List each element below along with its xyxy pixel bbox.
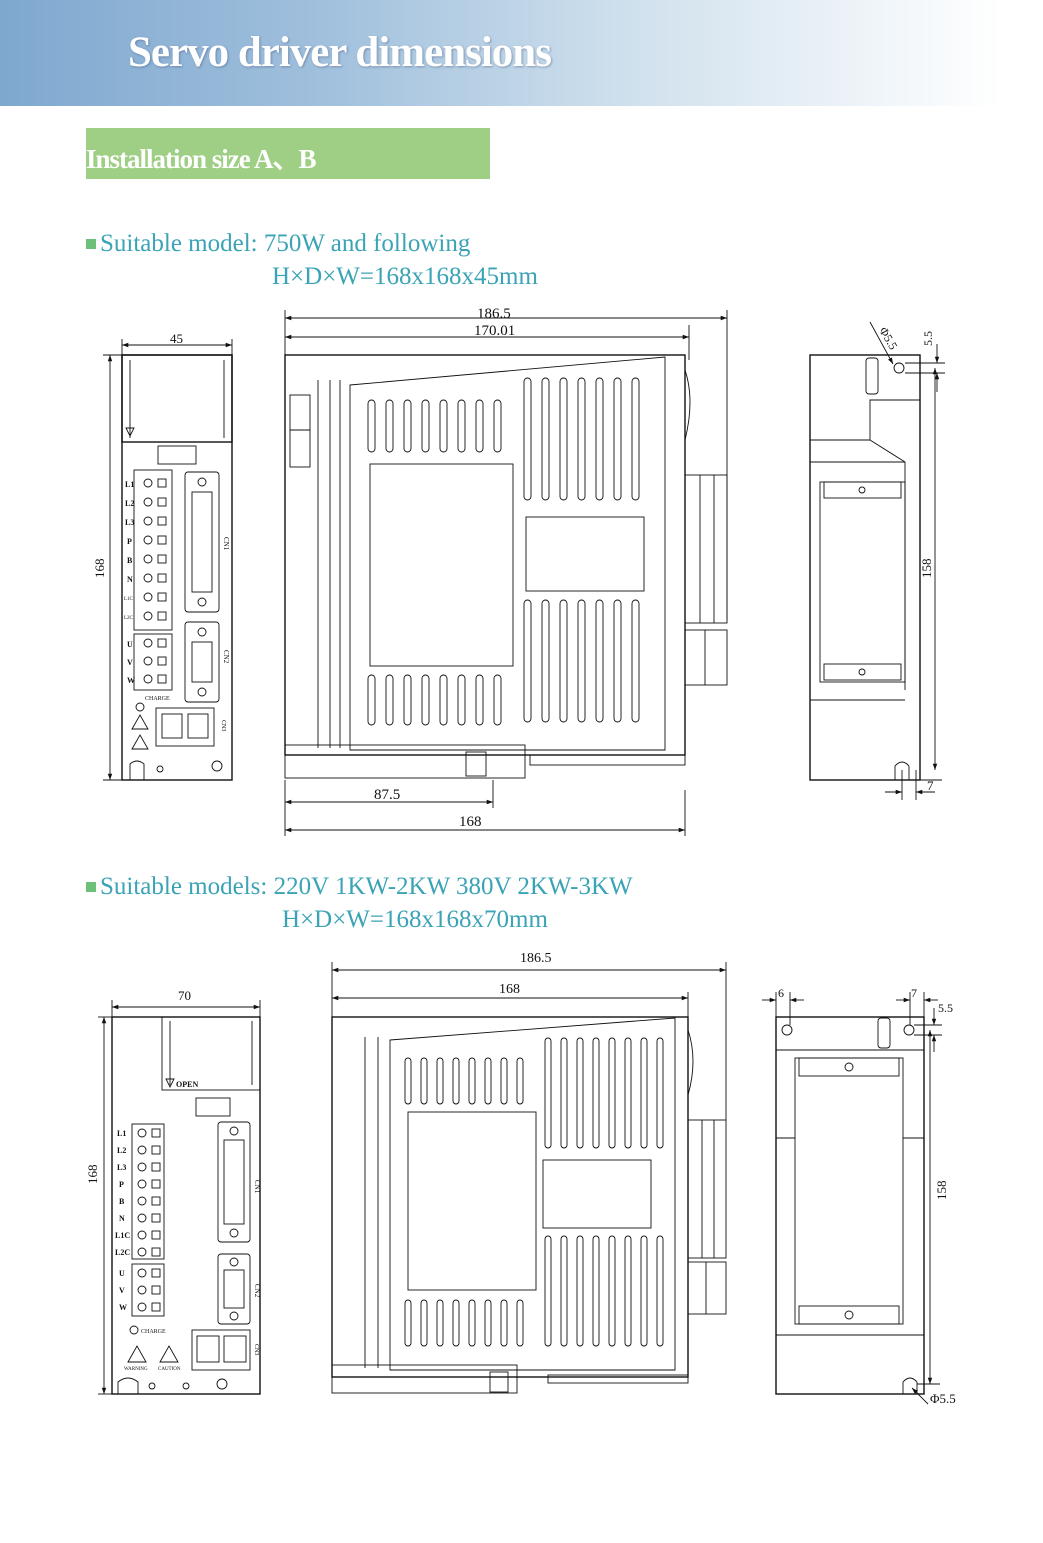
- side-view-b: 186.5 168: [331, 951, 727, 1394]
- model-a-size: H×D×W=168x168x45mm: [272, 263, 538, 290]
- terminal-label-l1c: L1C: [115, 1231, 130, 1240]
- motor-label-w: W: [127, 676, 135, 685]
- side-view-a: 186.5 170.01 87.5 168: [284, 306, 728, 836]
- front-view-a: L1 L2 L3 P B N L1C L2C U V W CN1 CN2 CHA…: [92, 331, 233, 781]
- dim-b-back-top: 5.5: [938, 1001, 953, 1015]
- dim-a-side-body: 170.01: [474, 323, 515, 339]
- motor-label-v: V: [127, 658, 133, 667]
- charge-led-icon: [135, 702, 145, 712]
- bullet-icon: [86, 882, 96, 892]
- model-a-caption: Suitable model: 750W and following: [86, 230, 470, 258]
- terminal-label-p: P: [119, 1180, 124, 1189]
- motor-terminals-b: [137, 1268, 161, 1312]
- motor-terminals-a: [143, 638, 167, 684]
- cn2-label: CN2: [222, 650, 230, 664]
- warning-icon: [131, 714, 149, 730]
- charge-label: CHARGE: [145, 696, 170, 702]
- dim-a-front-height: 168: [92, 559, 107, 579]
- cn1-label: CN1: [253, 1180, 261, 1194]
- charge-led-icon: [129, 1325, 139, 1335]
- caution-icon: [159, 1345, 179, 1363]
- model-b-size: H×D×W=168x168x70mm: [282, 906, 548, 933]
- dim-a-side-mid: 87.5: [374, 787, 400, 803]
- vent-slots-b: [404, 1037, 664, 1347]
- back-view-b: 6 7 5.5 158 Φ5.5: [762, 986, 956, 1406]
- dim-a-side-bottom: 168: [459, 814, 482, 830]
- terminal-label-b: B: [127, 556, 133, 565]
- dim-a-back-hole: Φ5.5: [876, 325, 900, 353]
- dim-a-side-total: 186.5: [477, 306, 511, 322]
- dim-b-back-height: 158: [934, 1181, 949, 1201]
- mounting-hole-icon: [893, 362, 905, 374]
- model-a-line1: Suitable model: 750W and following: [100, 230, 471, 257]
- terminal-label-n: N: [119, 1214, 125, 1223]
- mounting-hole-icon: [903, 1024, 915, 1036]
- terminal-label-l2: L2: [117, 1146, 126, 1155]
- ground-icon: [216, 1378, 228, 1390]
- terminal-block-a: [143, 478, 167, 621]
- cn3-label: CN3: [253, 1344, 259, 1355]
- dim-b-back-left: 6: [778, 986, 784, 1000]
- open-arrow-icon: [125, 427, 135, 438]
- motor-label-v: V: [119, 1286, 125, 1295]
- cn2-label: CN2: [253, 1284, 261, 1298]
- terminal-label-n: N: [127, 575, 133, 584]
- cn1-label: CN1: [222, 537, 230, 551]
- back-view-a: Φ5.5 5.5 158 7: [809, 321, 945, 800]
- vent-slots-a: [367, 377, 640, 726]
- terminal-label-l2c: L2C: [124, 616, 134, 621]
- dim-a-front-width: 45: [170, 331, 183, 346]
- dim-b-front-height: 168: [85, 1165, 100, 1185]
- motor-label-u: U: [127, 640, 133, 649]
- terminal-label-l1: L1: [125, 480, 134, 489]
- open-label: OPEN: [176, 1080, 198, 1089]
- open-arrow-icon: [165, 1078, 175, 1089]
- section-tab: Installation size A、B: [86, 128, 490, 179]
- bullet-icon: [86, 239, 96, 249]
- front-view-b: OPEN L1 L2 L3 P B N L1C L2C U V W: [85, 988, 261, 1395]
- dim-b-back-right: 7: [911, 986, 917, 1000]
- caution-label: CAUTION: [158, 1367, 181, 1372]
- warning-label: WARNING: [124, 1367, 148, 1372]
- dim-a-back-height: 158: [919, 559, 934, 579]
- dim-b-side-body: 168: [499, 982, 520, 997]
- terminal-label-l2c: L2C: [115, 1248, 130, 1257]
- motor-label-w: W: [119, 1303, 127, 1312]
- dim-b-side-total: 186.5: [520, 951, 552, 966]
- motor-label-u: U: [119, 1269, 125, 1278]
- terminal-label-l3: L3: [117, 1163, 126, 1172]
- dim-b-front-width: 70: [178, 988, 191, 1003]
- terminal-label-l2: L2: [125, 499, 134, 508]
- terminal-label-l1: L1: [117, 1129, 126, 1138]
- terminal-label-l1c: L1C: [124, 597, 134, 602]
- model-b-caption: Suitable models: 220V 1KW-2KW 380V 2KW-3…: [86, 873, 633, 901]
- ground-icon: [211, 760, 223, 772]
- terminal-label-b: B: [119, 1197, 125, 1206]
- dim-b-back-hole: Φ5.5: [930, 1391, 956, 1406]
- caution-icon: [131, 734, 149, 750]
- section-title: Installation size A、B: [86, 144, 317, 174]
- charge-label: CHARGE: [141, 1329, 166, 1335]
- terminal-label-l3: L3: [125, 518, 134, 527]
- dim-a-back-top: 5.5: [921, 331, 935, 346]
- terminal-label-p: P: [127, 537, 132, 546]
- dim-a-back-foot: 7: [927, 778, 934, 793]
- terminal-block-b: [137, 1128, 161, 1257]
- page-title: Servo driver dimensions: [128, 29, 552, 76]
- warning-icon: [127, 1345, 147, 1363]
- mounting-hole-icon: [781, 1024, 793, 1036]
- header-banner: Servo driver dimensions: [0, 0, 1043, 106]
- cn3-label: CN3: [220, 720, 226, 731]
- model-b-line1: Suitable models: 220V 1KW-2KW 380V 2KW-3…: [100, 873, 633, 900]
